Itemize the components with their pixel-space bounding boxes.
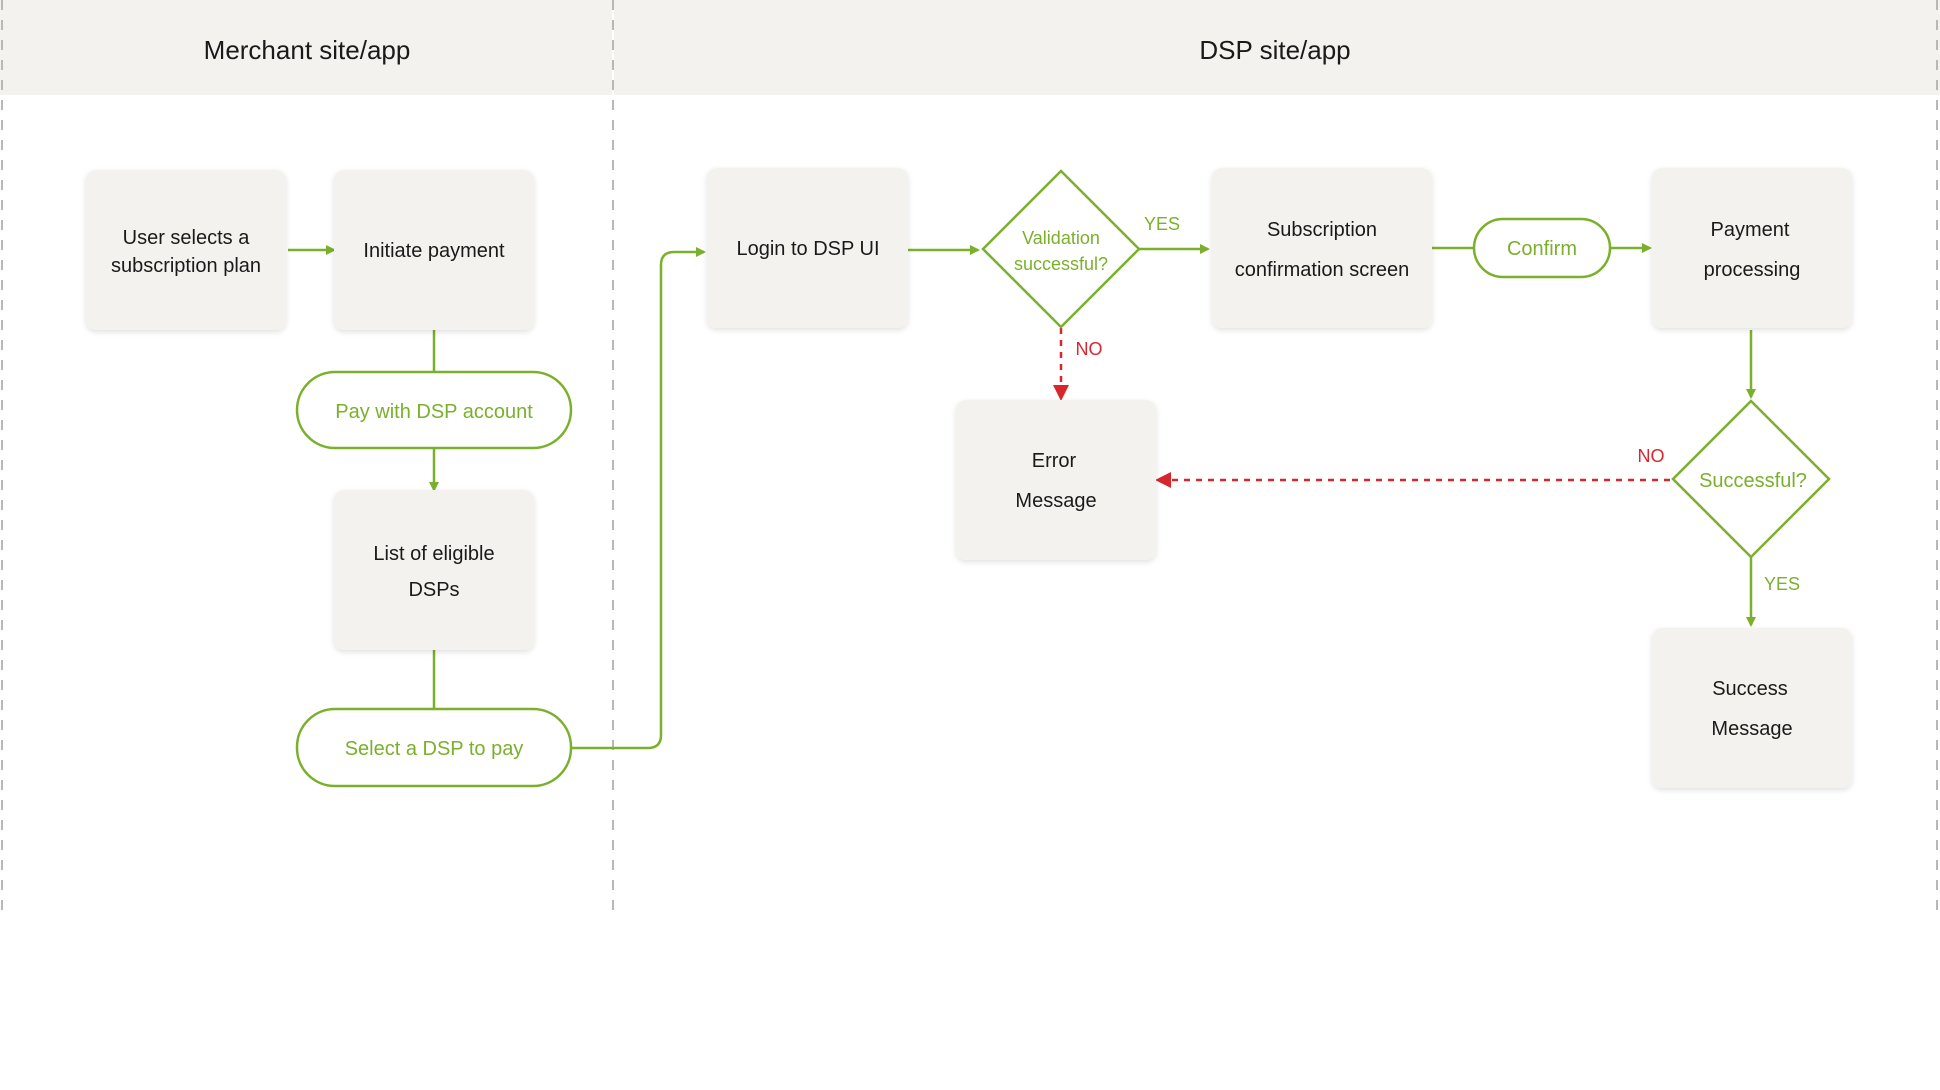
step-initiate-payment-label: Initiate payment [363, 240, 505, 262]
step-eligible-dsps-line1: List of eligible [373, 543, 494, 565]
action-confirm-label: Confirm [1507, 238, 1577, 260]
step-login: Login to DSP UI [707, 168, 908, 328]
step-sub-confirmation-line2: confirmation screen [1235, 259, 1410, 281]
step-select-plan-line2: subscription plan [111, 255, 261, 277]
step-error-message-line2: Message [1015, 490, 1096, 512]
edge-label-payment-yes: YES [1764, 574, 1800, 594]
decision-validation: Validation successful? [981, 169, 1141, 329]
edge-label-payment-no: NO [1638, 446, 1665, 466]
action-pay-with-dsp: Pay with DSP account [295, 370, 573, 450]
action-select-dsp-label: Select a DSP to pay [345, 738, 524, 760]
edge-select-to-login [571, 247, 706, 750]
edge-label-validation-yes: YES [1144, 214, 1180, 234]
step-payment-processing-line2: processing [1704, 259, 1801, 281]
step-select-plan: User selects a subscription plan [86, 170, 286, 330]
step-success-message-line1: Success [1712, 678, 1788, 700]
step-eligible-dsps: List of eligible DSPs [334, 490, 534, 650]
dsp-lane-title: DSP site/app [1199, 35, 1350, 65]
step-error-message: Error Message [956, 400, 1156, 560]
step-success-message: Success Message [1652, 628, 1852, 788]
action-pay-with-dsp-label: Pay with DSP account [335, 401, 533, 423]
action-confirm: Confirm [1472, 217, 1612, 279]
merchant-lane-title: Merchant site/app [204, 35, 411, 65]
step-payment-processing-line1: Payment [1711, 219, 1790, 241]
merchant-lane-header [0, 0, 612, 95]
step-initiate-payment: Initiate payment [334, 170, 534, 330]
connectors [288, 243, 1756, 750]
decision-successful-label: Successful? [1699, 470, 1807, 492]
step-payment-processing: Payment processing [1652, 168, 1852, 328]
step-eligible-dsps-line2: DSPs [408, 579, 459, 601]
step-select-plan-line1: User selects a [123, 227, 251, 249]
decision-successful: Successful? [1671, 399, 1831, 559]
step-error-message-line1: Error [1032, 450, 1077, 472]
edge-label-validation-no: NO [1076, 339, 1103, 359]
step-sub-confirmation-line1: Subscription [1267, 219, 1377, 241]
dsp-lane-header [614, 0, 1940, 95]
decision-validation-line1: Validation [1022, 228, 1100, 248]
step-subscription-confirmation: Subscription confirmation screen [1212, 168, 1432, 328]
action-select-dsp: Select a DSP to pay [295, 707, 573, 788]
step-login-label: Login to DSP UI [736, 238, 879, 260]
decision-validation-line2: successful? [1014, 254, 1108, 274]
step-success-message-line2: Message [1711, 718, 1792, 740]
